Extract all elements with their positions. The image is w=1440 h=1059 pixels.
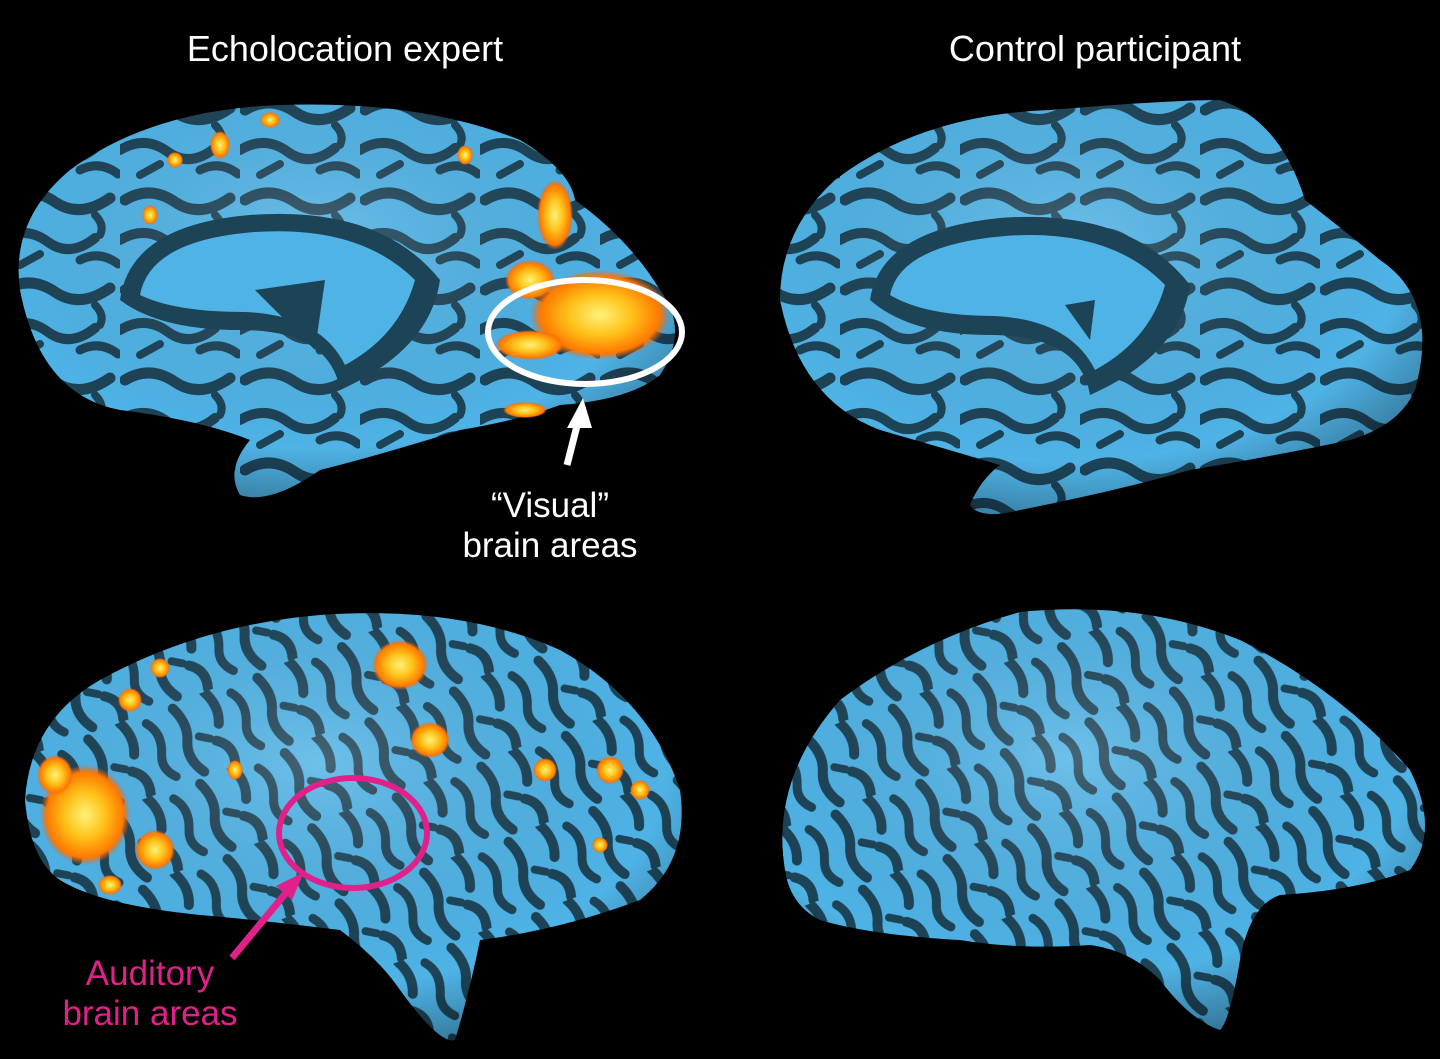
visual-brain-areas-label: “Visual” brain areas bbox=[420, 486, 680, 566]
visual-label-line2: brain areas bbox=[462, 526, 638, 565]
visual-label-line1: “Visual” bbox=[490, 486, 609, 525]
auditory-label-line2: brain areas bbox=[62, 994, 238, 1033]
auditory-area-circle bbox=[276, 775, 430, 891]
echolocation-expert-title: Echolocation expert bbox=[186, 28, 504, 69]
auditory-label-line1: Auditory bbox=[85, 954, 215, 993]
auditory-brain-areas-label: Auditory brain areas bbox=[20, 954, 280, 1034]
visual-area-circle bbox=[485, 277, 685, 387]
expert-medial-brain-image bbox=[18, 104, 685, 498]
control-lateral-brain-image bbox=[782, 609, 1425, 1030]
control-participant-title: Control participant bbox=[948, 28, 1242, 69]
expert-lateral-brain-image bbox=[25, 613, 682, 1041]
control-medial-brain-image bbox=[780, 100, 1423, 514]
